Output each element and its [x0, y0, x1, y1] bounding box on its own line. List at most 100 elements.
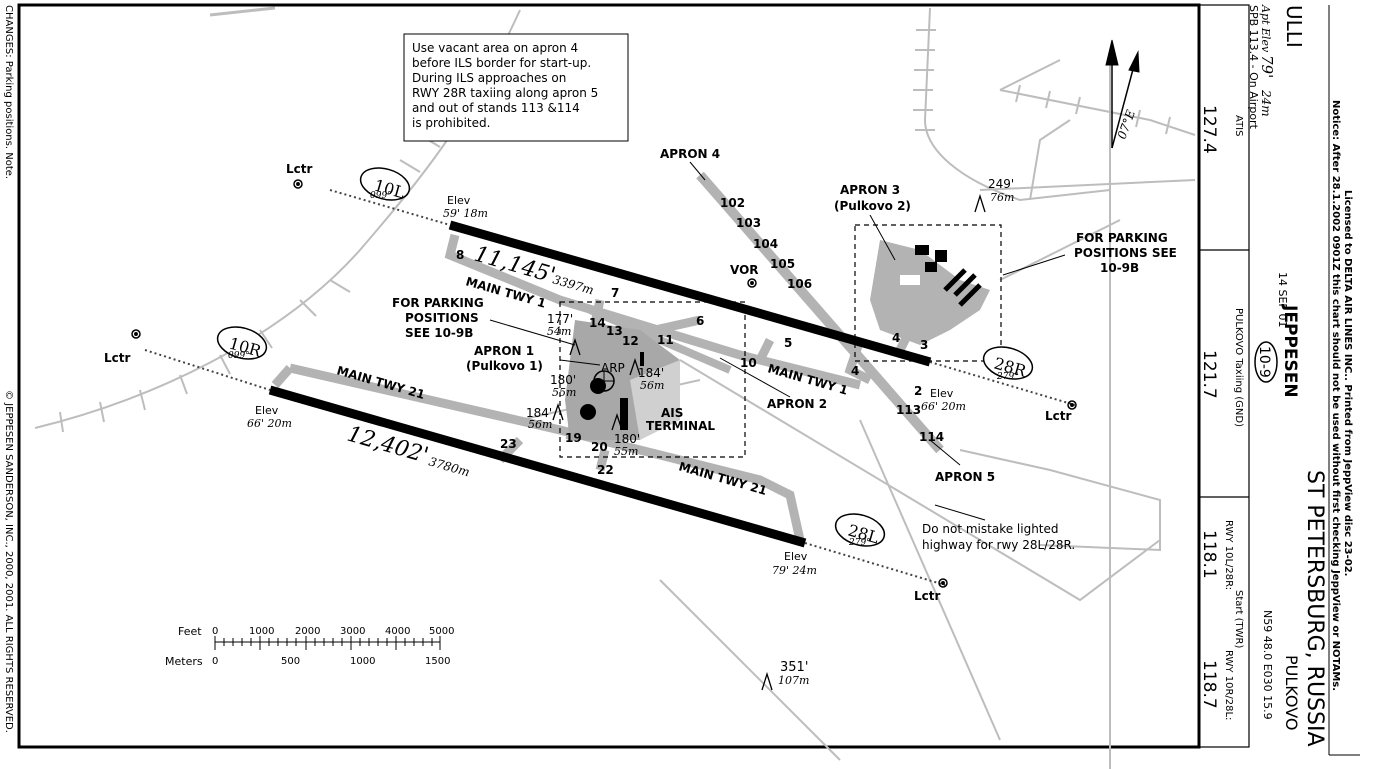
runway-10L-28R — [448, 220, 932, 367]
scale-ft-0: 0 — [212, 626, 218, 637]
apron-3-area — [870, 240, 990, 345]
apron-3-sub: (Pulkovo 2) — [834, 199, 911, 213]
note-line-2: before ILS border for start-up. — [412, 56, 591, 70]
freq-twr-value2: 118.7 — [1199, 660, 1219, 709]
rail-ticks — [59, 29, 1171, 433]
twy-5: 5 — [784, 336, 792, 350]
airport-name: PULKOVO — [1282, 655, 1301, 730]
chart-number: 10-9 — [1256, 346, 1272, 378]
apron-1-sub: (Pulkovo 1) — [466, 359, 543, 373]
scale-m-1000: 1000 — [350, 656, 375, 667]
freq-twr-sub2: RWY 10R/28L: — [1223, 650, 1234, 720]
freq-strip — [1198, 4, 1250, 748]
north-runway-length-m: 3397m — [551, 272, 595, 297]
scale-ft-3000: 3000 — [340, 626, 365, 637]
twy-11: 11 — [657, 333, 674, 347]
twy-12: 12 — [622, 334, 639, 348]
lctr-e: Lctr — [1045, 409, 1071, 423]
twy-3: 3 — [920, 338, 928, 352]
lctr-nw: Lctr — [286, 162, 312, 176]
twy-23: 23 — [500, 437, 517, 451]
freq-twr-value1b: 118.1 — [1199, 530, 1219, 579]
stand-114: 114 — [919, 430, 944, 444]
twy-22: 22 — [597, 463, 614, 477]
twy-19: 19 — [565, 431, 582, 445]
scale-bar — [214, 636, 441, 650]
obst-180a-m: 55m — [552, 386, 576, 399]
city-country: ST PETERSBURG, RUSSIA — [1302, 470, 1327, 747]
license-note: Licensed to DELTA AIR LINES INC.. Printe… — [1342, 190, 1353, 576]
parking-left-3: SEE 10-9B — [405, 326, 473, 340]
apron-1-box — [559, 301, 746, 458]
south-runway-length-m: 3780m — [427, 454, 471, 479]
apron-1-label: APRON 1 — [474, 344, 534, 358]
scale-m-1500: 1500 — [425, 656, 450, 667]
freq-atis-value: 127.4 — [1199, 105, 1219, 154]
twy-8: 8 — [456, 248, 464, 262]
approach-lights — [144, 189, 1076, 586]
twy-7: 7 — [611, 286, 619, 300]
elev-28R-value: 66' 20m — [921, 400, 966, 413]
lctr-w: Lctr — [104, 351, 130, 365]
stand-102: 102 — [720, 196, 745, 210]
freq-gnd-value: 121.7 — [1199, 350, 1219, 399]
scale-ft-5000: 5000 — [429, 626, 454, 637]
parking-left-1: FOR PARKING — [392, 296, 484, 310]
apt-elev-label: Apt Elev — [1259, 4, 1272, 53]
apron-1-area — [565, 320, 680, 440]
obst-351-m: 107m — [778, 674, 809, 687]
obst-177-m: 54m — [547, 325, 571, 338]
locator-symbols — [131, 179, 1077, 588]
scale-meters-label: Meters — [165, 655, 203, 668]
scale-ft-1000: 1000 — [249, 626, 274, 637]
apron-2-label: APRON 2 — [767, 397, 827, 411]
elev-28R-label: Elev — [930, 387, 954, 400]
obst-249: 249' — [988, 177, 1014, 191]
obst-180b-m: 55m — [614, 445, 638, 458]
twy-4a: 4 — [892, 331, 900, 345]
twy-6: 6 — [696, 314, 704, 328]
note-line-3: During ILS approaches on — [412, 71, 566, 85]
highway-note-2: highway for rwy 28L/28R. — [922, 538, 1075, 552]
stand-113: 113 — [896, 403, 921, 417]
note-line-1: Use vacant area on apron 4 — [412, 41, 578, 55]
elev-28L-value: 79' 24m — [772, 564, 817, 577]
leader-lines — [489, 161, 1066, 521]
scale-feet-label: Feet — [178, 625, 202, 638]
obst-180b: 180' — [614, 432, 640, 446]
twy-4b: 4 — [851, 364, 859, 378]
twy-14: 14 — [589, 316, 606, 330]
apron-3-box — [854, 224, 1002, 362]
north-arrow — [1105, 39, 1140, 149]
elev-10R-label: Elev — [255, 404, 279, 417]
obst-184a-m: 56m — [640, 379, 664, 392]
highway-note-1: Do not mistake lighted — [922, 522, 1059, 536]
parking-right-2: POSITIONS SEE — [1074, 246, 1177, 260]
note-box — [403, 33, 629, 142]
runway-10R-28L — [268, 385, 807, 548]
obst-180a: 180' — [550, 373, 576, 387]
copyright-note: © JEPPESEN SANDERSON, INC., 2000, 2001. … — [3, 390, 14, 733]
arp-label: ARP — [601, 361, 625, 375]
note-line-6: is prohibited. — [412, 116, 490, 130]
obst-351: 351' — [780, 660, 808, 675]
obst-184b-m: 56m — [528, 418, 552, 431]
coords: N59 48.0 E030 15.9 — [1261, 610, 1274, 720]
chart-number-oval — [1254, 341, 1278, 383]
notice-warning: Notice: After 28.1.2002 0901Z this chart… — [1330, 100, 1341, 691]
vor-label: VOR — [730, 263, 759, 277]
elev-10L-label: Elev — [447, 194, 471, 207]
freq-twr-sub1: RWY 10L/28R: — [1223, 520, 1234, 590]
scale-ft-2000: 2000 — [295, 626, 320, 637]
rwy-10L-hdg: 099° — [370, 191, 392, 201]
stand-103: 103 — [736, 216, 761, 230]
stand-104: 104 — [753, 237, 778, 251]
ais-label: AIS — [661, 406, 683, 420]
stand-105: 105 — [770, 257, 795, 271]
obst-249-m: 76m — [990, 191, 1014, 204]
elev-28L-label: Elev — [784, 550, 808, 563]
changes-note: CHANGES: Parking positions. Note. — [3, 5, 14, 179]
parking-right-1: FOR PARKING — [1076, 231, 1168, 245]
obst-184a: 184' — [638, 366, 664, 380]
